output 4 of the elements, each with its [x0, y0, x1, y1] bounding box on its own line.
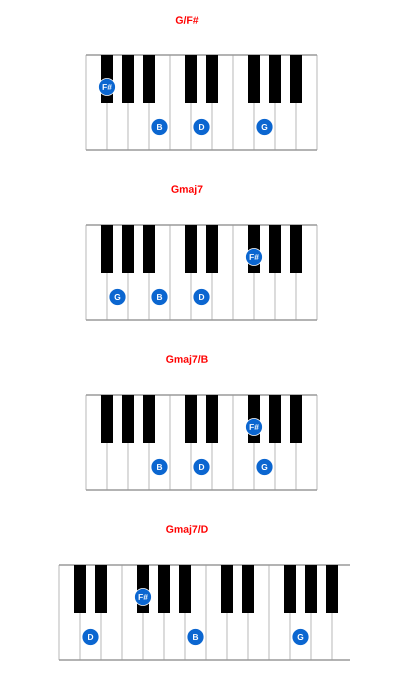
chord-title: Gmaj7	[171, 185, 203, 195]
chord-title: Gmaj7/D	[166, 525, 208, 535]
chord-title: Gmaj7/B	[166, 355, 208, 365]
chord-title: G/F#	[176, 16, 198, 24]
